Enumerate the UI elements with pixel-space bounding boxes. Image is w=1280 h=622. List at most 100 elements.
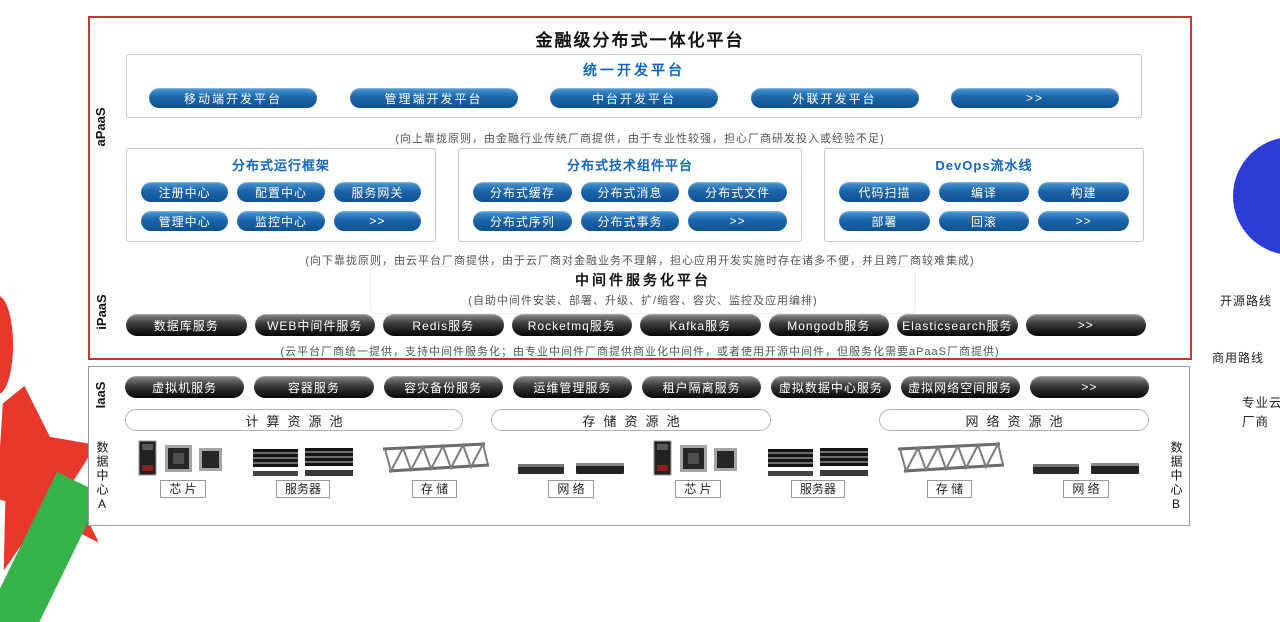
distributed-file-button[interactable]: 分布式文件 [688,182,787,202]
iaas-services-row: 虚拟机服务 容器服务 容灾备份服务 运维管理服务 租户隔离服务 虚拟数据中心服务… [125,376,1149,398]
kafka-service-button[interactable]: Kafka服务 [640,314,761,336]
storage-resource-pool: 存储资源池 [491,409,771,431]
hardware-storage-cell: 存 储 [892,441,1007,498]
chip-image [137,439,229,477]
platform-frame: 金融级分布式一体化平台 统一开发平台 移动端开发平台 管理端开发平台 中台开发平… [88,16,1192,360]
redis-service-button[interactable]: Redis服务 [383,314,504,336]
web-middleware-service-button[interactable]: WEB中间件服务 [254,314,375,336]
mobile-dev-platform-button[interactable]: 移动端开发平台 [149,88,317,108]
layer-label-ipaas: iPaaS [93,294,109,330]
rollback-button[interactable]: 回滚 [938,211,1030,231]
unified-more-button[interactable]: >> [951,88,1119,108]
distributed-runtime-framework-box: 分布式运行框架 注册中心 配置中心 服务网关 管理中心 监控中心 >> [126,148,436,242]
group-title: 分布式技术组件平台 [566,158,693,173]
group-buttons: 分布式缓存 分布式消息 分布式文件 分布式序列 分布式事务 >> [459,174,801,231]
hardware-chip-cell: 芯 片 [652,439,744,498]
ipaas-more-button[interactable]: >> [1025,314,1146,336]
commercial-route-label: 商用路线 [1212,351,1265,365]
monitoring-center-button[interactable]: 监控中心 [237,211,325,231]
code-scan-button[interactable]: 代码扫描 [839,182,930,202]
distributed-sequence-button[interactable]: 分布式序列 [473,211,572,231]
network-label: 网 络 [1063,480,1109,498]
admin-dev-platform-button[interactable]: 管理端开发平台 [349,88,518,108]
rocketmq-service-button[interactable]: Rocketmq服务 [511,314,632,336]
dr-backup-service-button[interactable]: 容灾备份服务 [383,376,503,398]
note-upward-principle: (向上靠拢原则，由金融行业传统厂商提供，由于专业性较强，担心厂商研发投入或经验不… [395,133,885,145]
middle-dev-platform-button[interactable]: 中台开发平台 [550,88,718,108]
runtime-more-button[interactable]: >> [333,211,421,231]
ops-management-service-button[interactable]: 运维管理服务 [512,376,632,398]
components-more-button[interactable]: >> [688,211,787,231]
storage-label: 存 储 [926,480,973,498]
storage-label: 存 储 [411,480,458,498]
server-image [768,447,868,477]
mongodb-service-button[interactable]: Mongodb服务 [768,314,889,336]
build-button[interactable]: 构建 [1038,182,1129,202]
elasticsearch-service-button[interactable]: Elasticsearch服务 [897,314,1018,336]
unified-dev-platform-title: 统一开发平台 [583,62,685,78]
server-label: 服务器 [790,480,845,498]
devops-more-button[interactable]: >> [1038,211,1129,231]
hardware-server-cell: 服务器 [768,447,868,498]
ipaas-services-row: 数据库服务 WEB中间件服务 Redis服务 Rocketmq服务 Kafka服… [126,314,1146,336]
iaas-more-button[interactable]: >> [1029,376,1149,398]
storage-image [377,441,492,477]
compute-resource-pool: 计算资源池 [125,409,463,431]
server-image [253,447,353,477]
external-dev-platform-button[interactable]: 外联开发平台 [750,88,919,108]
config-center-button[interactable]: 配置中心 [237,182,325,202]
deploy-button[interactable]: 部署 [839,211,930,231]
network-image [516,457,626,477]
hardware-group-a: 芯 片 服务器 存 储 [137,439,626,498]
layer-label-apaas: aPaaS [92,107,108,147]
hardware-row: 芯 片 服务器 存 储 [137,439,1141,498]
hardware-storage-cell: 存 储 [377,441,492,498]
open-source-route-label: 开源路线 [1220,294,1273,308]
datacenter-b-label: 数据中心B [1169,441,1183,513]
hardware-server-cell: 服务器 [253,447,353,498]
note-ipaas: (云平台厂商统一提供，支持中间件服务化；由专业中间件厂商提供商业化中间件，或者使… [280,346,1000,358]
management-center-button[interactable]: 管理中心 [141,211,229,231]
page-title: 金融级分布式一体化平台 [535,31,745,50]
compile-button[interactable]: 编译 [938,182,1030,202]
chip-image [652,439,744,477]
middleware-platform-note: (自助中间件安装、部署、升级、扩/缩容、容灾、监控及应用编排) [468,295,818,307]
network-resource-pool: 网络资源池 [879,409,1149,431]
distributed-message-button[interactable]: 分布式消息 [580,182,680,202]
cloud-vendor-label: 专业云厂商 [1242,396,1280,430]
chip-label: 芯 片 [675,480,721,498]
vm-service-button[interactable]: 虚拟机服务 [125,376,245,398]
unified-dev-buttons-row: 移动端开发平台 管理端开发平台 中台开发平台 外联开发平台 >> [127,80,1141,108]
network-image [1031,457,1141,477]
iaas-box: 虚拟机服务 容器服务 容灾备份服务 运维管理服务 租户隔离服务 虚拟数据中心服务… [88,366,1190,526]
service-gateway-button[interactable]: 服务网关 [333,182,421,202]
virtual-network-space-service-button[interactable]: 虚拟网络空间服务 [900,376,1020,398]
group-title: 分布式运行框架 [231,158,330,173]
group-buttons: 注册中心 配置中心 服务网关 管理中心 监控中心 >> [127,174,435,231]
note-downward-principle: (向下靠拢原则，由云平台厂商提供，由于云厂商对金融业务不理解，担心应用开发实施时… [305,255,975,267]
storage-image [892,441,1007,477]
decor-red-sliver [0,296,13,394]
database-service-button[interactable]: 数据库服务 [126,314,247,336]
datacenter-a-label: 数据中心A [95,441,109,513]
distributed-transaction-button[interactable]: 分布式事务 [580,211,680,231]
hardware-network-cell: 网 络 [1031,457,1141,498]
network-label: 网 络 [548,480,594,498]
group-buttons: 代码扫描 编译 构建 部署 回滚 >> [825,174,1143,231]
distributed-cache-button[interactable]: 分布式缓存 [473,182,572,202]
hardware-group-b: 芯 片 服务器 存 储 [652,439,1141,498]
chip-label: 芯 片 [160,480,206,498]
container-service-button[interactable]: 容器服务 [254,376,374,398]
registry-center-button[interactable]: 注册中心 [141,182,229,202]
tenant-isolation-service-button[interactable]: 租户隔离服务 [642,376,762,398]
hardware-chip-cell: 芯 片 [137,439,229,498]
layer-label-iaas: IaaS [92,381,108,409]
middleware-platform-title: 中间件服务化平台 [575,272,711,288]
virtual-datacenter-service-button[interactable]: 虚拟数据中心服务 [771,376,891,398]
server-label: 服务器 [275,480,330,498]
hardware-network-cell: 网 络 [516,457,626,498]
unified-dev-platform-box: 统一开发平台 移动端开发平台 管理端开发平台 中台开发平台 外联开发平台 >> [126,54,1142,118]
distributed-components-box: 分布式技术组件平台 分布式缓存 分布式消息 分布式文件 分布式序列 分布式事务 … [458,148,802,242]
devops-pipeline-box: DevOps流水线 代码扫描 编译 构建 部署 回滚 >> [824,148,1144,242]
